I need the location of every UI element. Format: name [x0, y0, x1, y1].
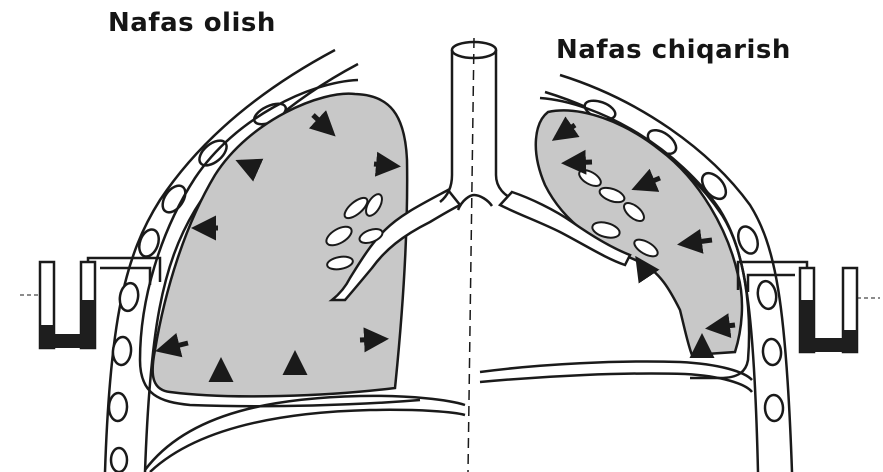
right-manometer [738, 262, 880, 352]
left-diaphragm [145, 396, 465, 470]
left-lung [153, 94, 408, 397]
left-manometer [20, 258, 160, 348]
trachea [440, 38, 515, 472]
right-diaphragm-lower [480, 373, 752, 392]
left-diaphragm-lower [150, 410, 465, 472]
